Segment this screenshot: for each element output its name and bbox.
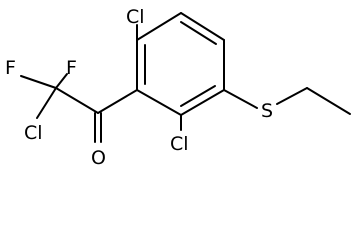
atom-cl-ring-bottom: Cl [170,133,189,155]
bond-s-ch2 [276,87,308,105]
bond-ring-s [223,89,258,109]
bond-carbonyl-calpha [55,87,99,114]
atom-f-beta: F [66,57,77,79]
atom-cl-ring-top: Cl [126,6,145,28]
bond-calpha-f-left [20,75,57,89]
ring-double-bond-inner-2 [180,85,216,107]
atom-f-alpha: F [5,57,16,79]
bond-calpha-f-right [55,73,68,89]
ring-bond-c2-c3 [180,12,225,41]
bond-ch2-ch3 [306,87,351,115]
benzene-ring [136,12,225,116]
bond-ring-carbonyl [97,89,138,114]
atom-o-carbonyl: O [91,147,106,169]
ring-bond-c1-c2 [136,12,182,41]
ring-bond-c4-c5 [180,89,225,116]
atom-s-thioether: S [261,100,273,122]
bond-calpha-cl [36,87,57,119]
ring-double-bond-inner-1 [180,21,217,45]
atom-cl-alpha: Cl [24,122,43,144]
chemical-structure-diagram: Cl Cl Cl F F O S [5,6,351,169]
ring-bond-c5-c6 [136,89,182,116]
